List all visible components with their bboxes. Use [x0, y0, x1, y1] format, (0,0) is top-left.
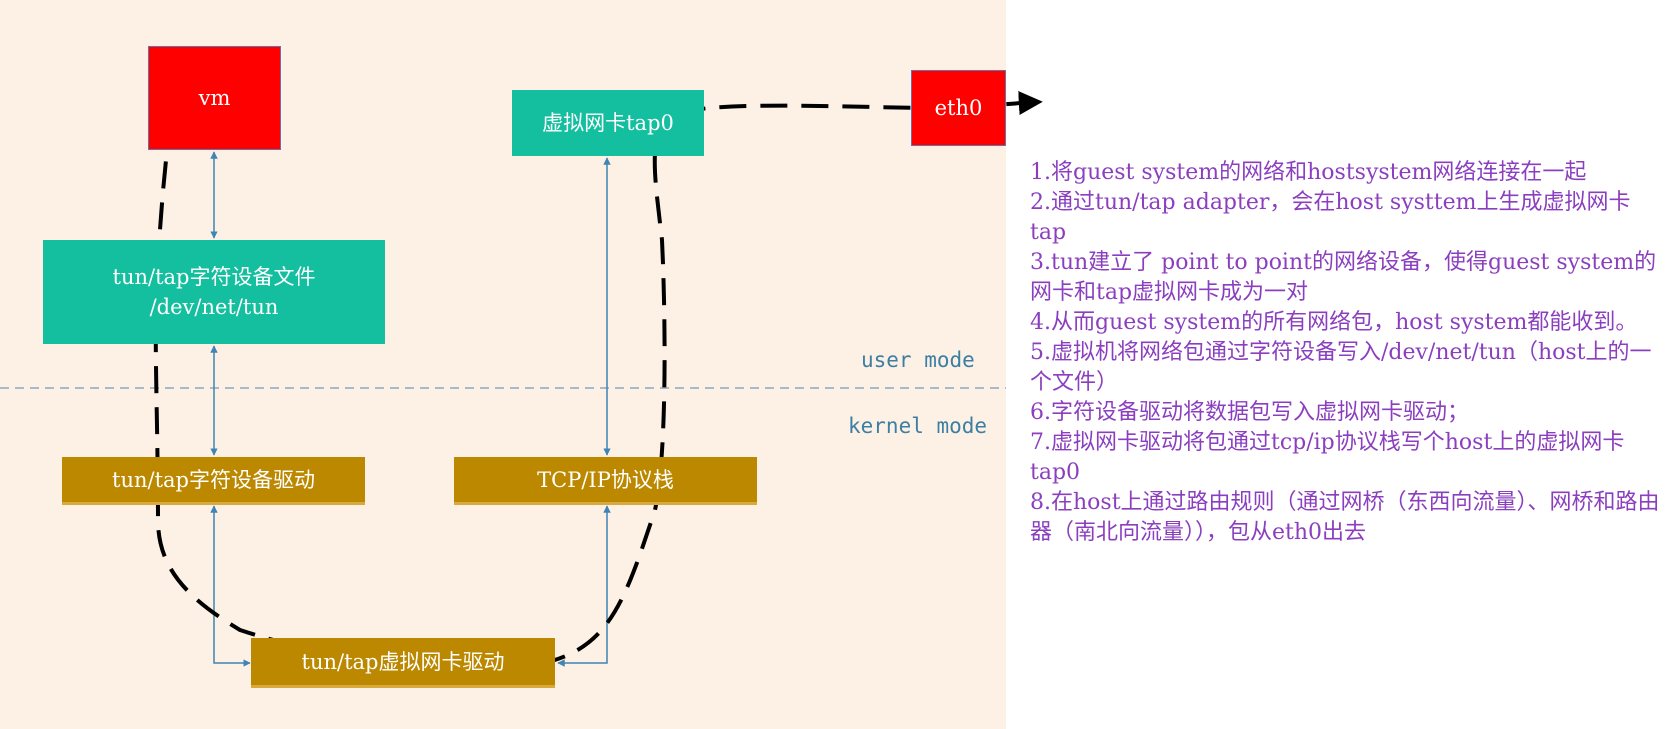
arrow-chardriver-nicdriver [210, 505, 251, 667]
char-device-driver-label: tun/tap字符设备驱动 [112, 467, 315, 492]
vm-label: vm [198, 86, 231, 110]
tcpip-stack-label: TCP/IP协议栈 [537, 467, 674, 492]
arrow-tcpip-nicdriver [557, 505, 611, 667]
virtual-nic-driver-label: tun/tap虚拟网卡驱动 [301, 649, 505, 674]
note-item: 2.通过tun/tap adapter，会在host systtem上生成虚拟网… [1030, 190, 1631, 245]
notes-list: 1.将guest system的网络和hostsystem网络连接在一起 2.通… [1030, 158, 1662, 548]
eth0-label: eth0 [934, 96, 983, 120]
packet-flow-path [538, 91, 1043, 666]
user-mode-label: user mode [861, 348, 975, 372]
note-item: 3.tun建立了 point to point的网络设备，使得guest sys… [1030, 250, 1657, 305]
note-item: 5.虚拟机将网络包通过字符设备写入/dev/net/tun（host上的一个文件… [1030, 340, 1652, 395]
char-device-driver-box: tun/tap字符设备驱动 [62, 457, 365, 505]
tap0-label: 虚拟网卡tap0 [542, 111, 674, 135]
char-device-file-label: tun/tap字符设备文件 /dev/net/tun [112, 265, 316, 319]
kernel-mode-label: kernel mode [848, 414, 988, 438]
note-item: 1.将guest system的网络和hostsystem网络连接在一起 [1030, 160, 1587, 185]
note-item: 4.从而guest system的所有网络包，host system都能收到。 [1030, 310, 1638, 335]
note-item: 8.在host上通过路由规则（通过网桥（东西向流量）、网桥和路由器（南北向流量）… [1030, 490, 1660, 545]
bidirectional-arrows [210, 151, 611, 667]
tcpip-stack-box: TCP/IP协议栈 [454, 457, 757, 505]
note-item: 6.字符设备驱动将数据包写入虚拟网卡驱动； [1030, 400, 1469, 425]
tap0-box: 虚拟网卡tap0 [512, 90, 704, 156]
char-device-file-box: tun/tap字符设备文件 /dev/net/tun [43, 240, 385, 344]
note-item: 7.虚拟网卡驱动将包通过tcp/ip协议栈写个host上的虚拟网卡tap0 [1030, 430, 1625, 485]
vm-box: vm [148, 46, 281, 150]
virtual-nic-driver-box: tun/tap虚拟网卡驱动 [251, 638, 555, 688]
eth0-box: eth0 [911, 70, 1006, 146]
